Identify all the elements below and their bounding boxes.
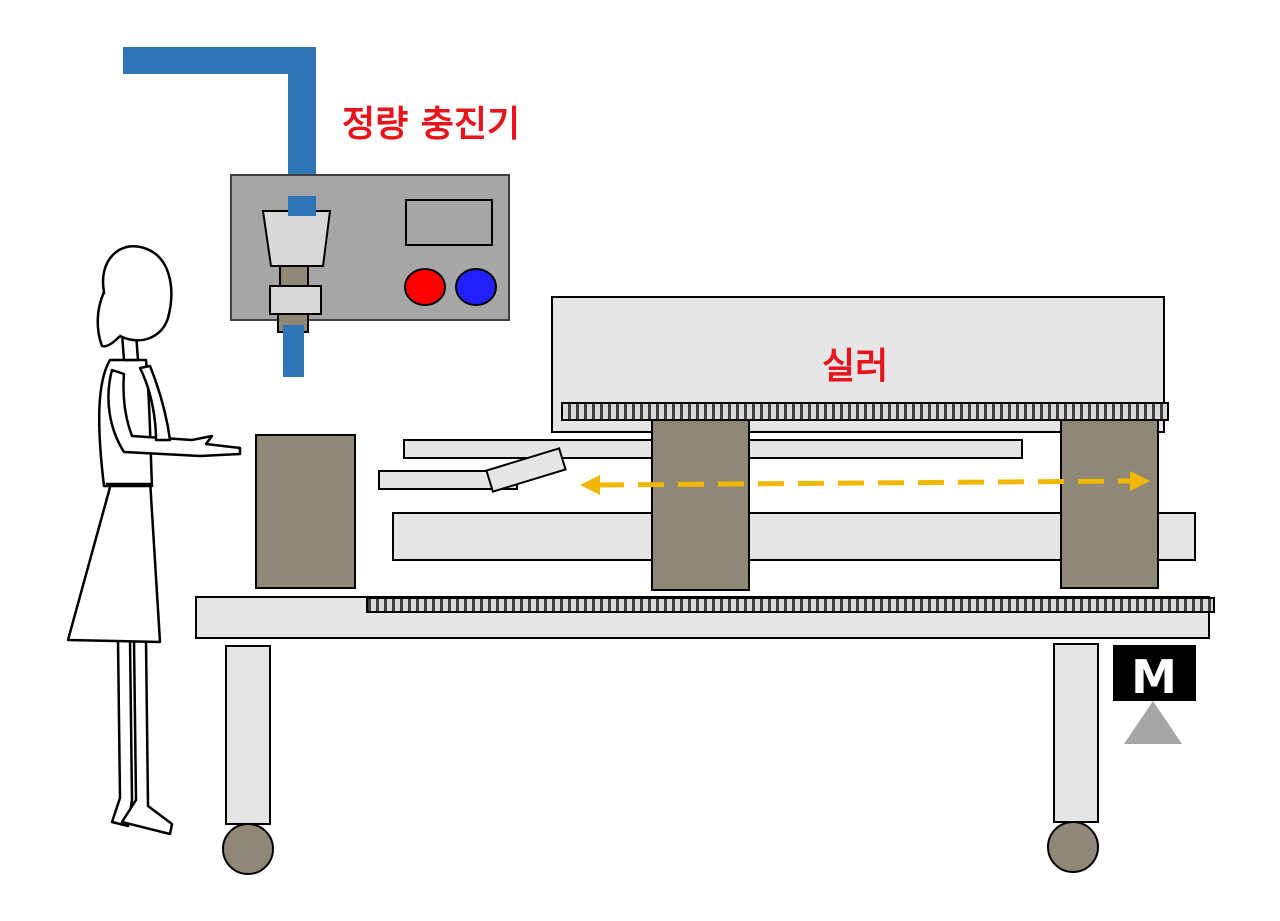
red-button xyxy=(404,268,446,306)
sealing-block-right xyxy=(1060,419,1159,589)
caster-wheel-left xyxy=(222,823,274,875)
motor: M xyxy=(1113,645,1196,744)
filler-label: 정량 충진기 xyxy=(342,104,520,145)
conveyor-table xyxy=(195,596,1215,875)
hopper xyxy=(261,210,332,267)
filler-machine xyxy=(230,174,510,377)
valve-body xyxy=(269,285,322,315)
caster-wheel-right xyxy=(1047,821,1099,873)
table-belt xyxy=(366,597,1215,613)
valve-stem xyxy=(279,265,309,287)
motor-box xyxy=(1113,645,1196,701)
bidirectional-arrow-icon xyxy=(580,471,1150,495)
motor-label: M xyxy=(1131,650,1177,704)
table-leg-left xyxy=(225,645,271,825)
motor-stand xyxy=(1124,701,1182,744)
blue-button xyxy=(455,268,497,306)
sealer-belt xyxy=(561,402,1169,421)
loading-block xyxy=(255,434,356,589)
sealer-label: 실러 xyxy=(822,346,888,387)
dispense-stream xyxy=(283,325,304,377)
sealer xyxy=(551,296,1169,433)
pouch xyxy=(485,447,567,493)
table-leg-right xyxy=(1053,643,1099,823)
sealing-block-left xyxy=(651,419,750,591)
display-screen xyxy=(405,199,493,246)
operator-figure-icon xyxy=(66,245,242,836)
supply-pipe xyxy=(123,47,316,217)
